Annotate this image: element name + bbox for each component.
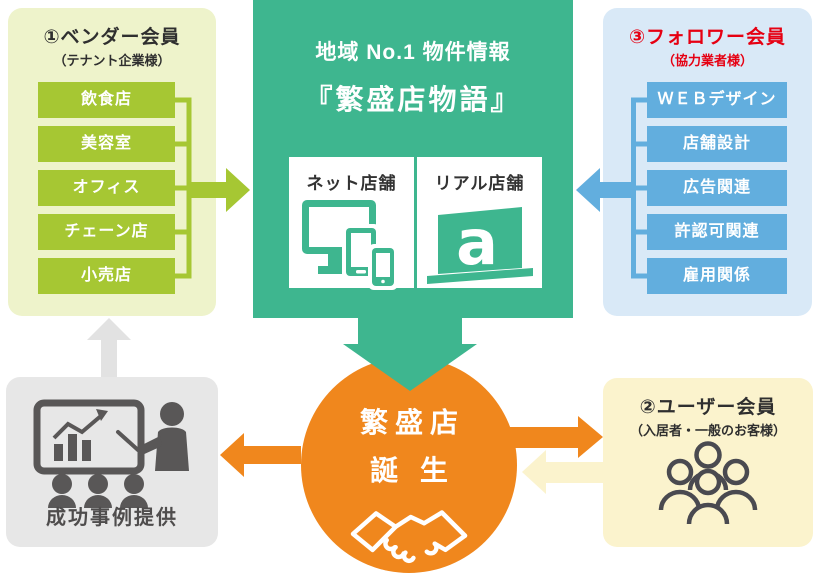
follower-item: ＷＥＢデザイン	[647, 82, 787, 118]
real-store-label: リアル店舗	[434, 174, 525, 193]
presentation-icon	[33, 399, 189, 508]
circle-line2: 誕 生	[370, 455, 455, 486]
follower-item: 雇用関係	[647, 258, 787, 294]
user-to-circle-arrow	[522, 450, 604, 494]
user-subtitle: （入居者・一般のお客様）	[629, 423, 786, 438]
logo-letter: a	[456, 206, 498, 279]
follower-panel: ③フォロワー会員 （協力業者様） ＷＥＢデザイン 店舗設計 広告関連 許認可関連…	[603, 8, 812, 316]
vendor-item: 美容室	[38, 126, 175, 162]
vendor-item: 小売店	[38, 258, 175, 294]
net-store-card: ネット店舗	[289, 157, 414, 290]
circle-to-user-arrow	[504, 416, 603, 458]
follower-item: 許認可関連	[647, 214, 787, 250]
devices-icon	[301, 200, 398, 290]
store-box-icon: a	[426, 206, 533, 284]
vendor-item: 飲食店	[38, 82, 175, 118]
success-label: 成功事例提供	[46, 507, 178, 529]
real-store-card: リアル店舗 a	[417, 157, 542, 288]
vendor-subtitle: （テナント企業様）	[53, 53, 171, 68]
net-store-label: ネット店舗	[306, 174, 397, 193]
circle-line1: 繁盛店	[359, 407, 465, 438]
success-panel: 成功事例提供	[6, 377, 218, 547]
follower-title: ③フォロワー会員	[628, 27, 787, 48]
people-group-icon	[658, 441, 758, 525]
success-to-vendor-arrow	[87, 318, 131, 377]
vendor-title: ①ベンダー会員	[43, 27, 181, 48]
follower-subtitle: （協力業者様）	[661, 53, 753, 68]
birth-circle: 繁盛店 誕 生	[301, 357, 517, 573]
vendor-panel: ①ベンダー会員 （テナント企業様） 飲食店 美容室 オフィス チェーン店 小売店	[8, 8, 216, 316]
follower-item: 広告関連	[647, 170, 787, 206]
user-panel: ②ユーザー会員 （入居者・一般のお客様）	[603, 378, 813, 547]
center-heading: 地域 No.1 物件情報	[315, 41, 511, 64]
user-title: ②ユーザー会員	[639, 397, 777, 418]
center-title: 『繁盛店物語』	[304, 84, 522, 115]
vendor-item: チェーン店	[38, 214, 175, 250]
handshake-icon	[350, 510, 468, 564]
vendor-item: オフィス	[38, 170, 175, 206]
center-panel: 地域 No.1 物件情報 『繁盛店物語』 ネット店舗 リアル店舗	[253, 0, 573, 318]
follower-item: 店舗設計	[647, 126, 787, 162]
circle-to-success-arrow	[220, 433, 301, 477]
